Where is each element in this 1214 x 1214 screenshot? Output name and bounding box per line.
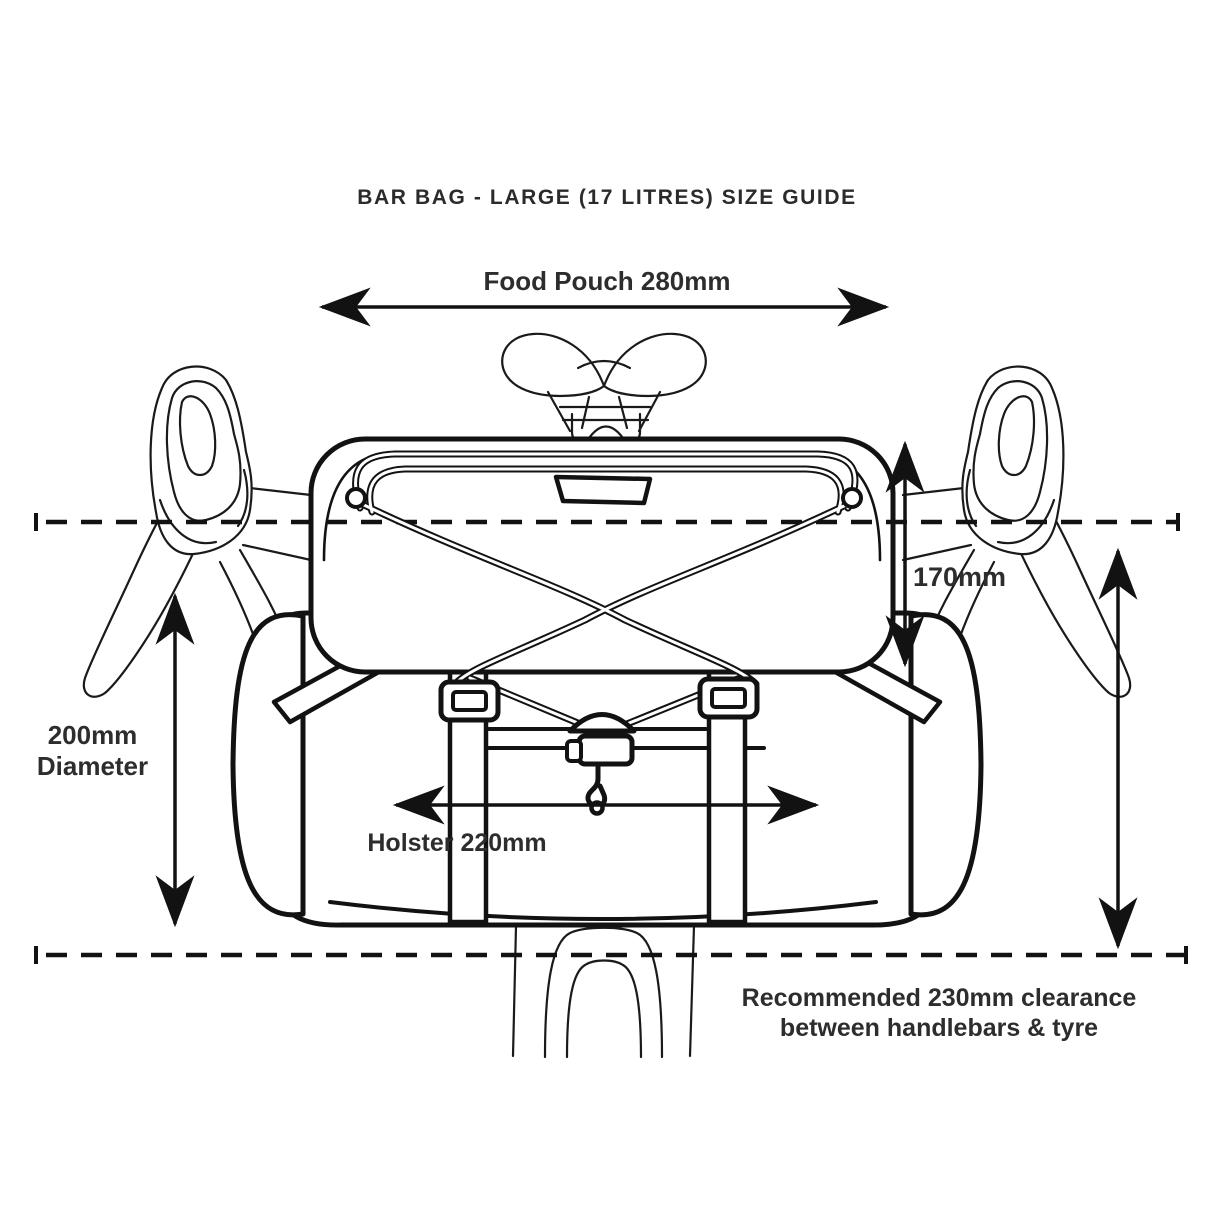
food-pouch-drawing <box>308 436 896 675</box>
bungee-cords-drawing <box>345 450 863 730</box>
bag-label-patch <box>553 474 653 506</box>
clearance-note: Recommended 230mm clearance between hand… <box>689 983 1189 1043</box>
saddle-drawing <box>501 332 707 443</box>
clearance-note-line1: Recommended 230mm clearance <box>741 984 1137 1012</box>
left-cord-anchor <box>345 487 367 509</box>
clearance-note-line2: between handlebars & tyre <box>779 1014 1099 1042</box>
holster-diameter-value: 200mm <box>47 720 138 750</box>
holster-left-cap <box>230 612 306 918</box>
page-title: BAR BAG - LARGE (17 LITRES) SIZE GUIDE <box>357 186 857 209</box>
reference-dashed-lines <box>34 513 1188 964</box>
holster-right-cap <box>908 612 984 918</box>
holster-diameter-word: Diameter <box>36 751 149 781</box>
hardware-drawing <box>438 676 760 816</box>
holster-width-label: Holster 220mm <box>367 829 547 857</box>
food-pouch-width-label: Food Pouch 280mm <box>483 266 731 296</box>
tyre-fender-drawing <box>511 924 696 1059</box>
holster-diameter-label: 200mm Diameter <box>10 720 175 782</box>
right-cord-anchor <box>841 487 863 509</box>
dimension-arrows <box>155 287 1138 950</box>
left-strap-buckle <box>438 679 501 723</box>
cord-mount-arch <box>567 712 637 734</box>
right-strap-buckle <box>697 676 760 720</box>
pouch-height-label: 170mm <box>913 562 1007 592</box>
clip-buckle <box>576 733 635 767</box>
